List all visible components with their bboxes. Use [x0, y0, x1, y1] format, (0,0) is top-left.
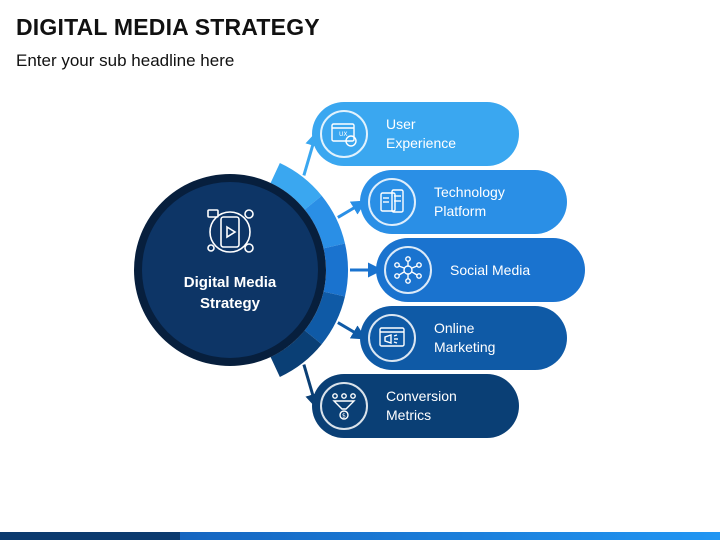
- footer-bar-segment: [0, 532, 180, 540]
- item-label: Social Media: [450, 261, 531, 278]
- hub-arc-segment: [304, 195, 345, 249]
- item-label: Conversion Metrics: [386, 388, 457, 423]
- footer-bar-segment: [180, 532, 720, 540]
- ux-browser-icon: UX: [320, 110, 368, 158]
- hub-arc-segments: [270, 163, 349, 377]
- megaphone-browser-icon: [368, 314, 416, 362]
- connector-arrow: [337, 321, 367, 340]
- hub-arc-segment: [323, 243, 349, 297]
- hub-arc-segment: [304, 291, 345, 345]
- funnel-dollar-icon: $: [320, 382, 368, 430]
- footer-bar: [0, 532, 720, 540]
- item-social-media[interactable]: Social Media: [376, 238, 585, 302]
- network-people-icon: [384, 246, 432, 294]
- hub-arc-segment: [270, 163, 322, 210]
- hub-arc-segment: [270, 330, 322, 377]
- svg-text:$: $: [342, 413, 346, 420]
- item-label: User Experience: [386, 116, 457, 151]
- slide-subtitle: Enter your sub headline here: [16, 51, 235, 70]
- hub-circle: [142, 182, 318, 358]
- item-technology-platform[interactable]: Technology Platform: [360, 170, 567, 234]
- connector-arrow: [337, 200, 367, 219]
- devices-icon: [368, 178, 416, 226]
- smartphone-media-icon: [207, 209, 254, 253]
- item-label: Online Marketing: [434, 320, 496, 355]
- svg-text:UX: UX: [339, 131, 348, 138]
- item-conversion-metrics[interactable]: $ Conversion Metrics: [312, 374, 519, 438]
- item-label: Technology Platform: [434, 184, 505, 219]
- hub-label: Digital Media Strategy: [183, 274, 277, 312]
- item-online-marketing[interactable]: Online Marketing: [360, 306, 567, 370]
- slide-title: DIGITAL MEDIA STRATEGY: [16, 14, 320, 40]
- item-user-experience[interactable]: UX User Experience: [312, 102, 519, 166]
